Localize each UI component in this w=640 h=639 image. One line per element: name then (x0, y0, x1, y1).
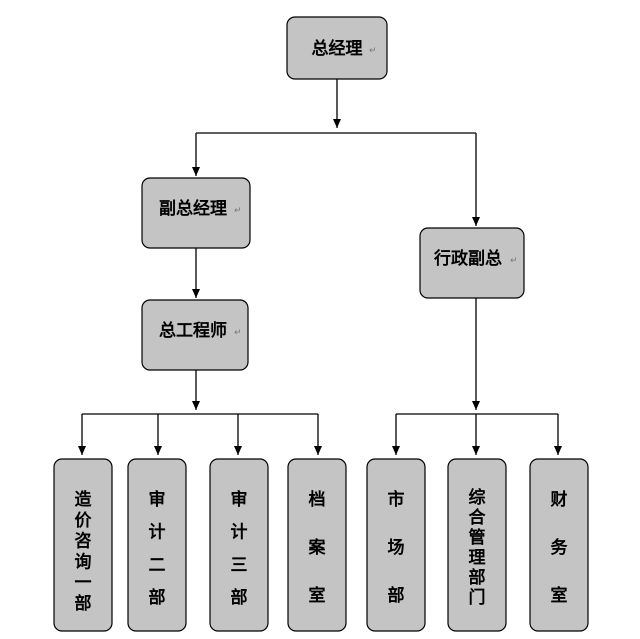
node-consult-1-box (53, 458, 113, 632)
node-general-mgmt-label: 综合管理部门 (469, 487, 487, 608)
node-finance-label: 财务室 (550, 489, 569, 606)
node-chief-engineer-label: 总工程师 (159, 320, 227, 341)
node-consult-1: 造价咨询一部 (53, 458, 113, 632)
node-gm-box (286, 16, 388, 80)
node-chief-engineer-box (141, 299, 249, 371)
node-admin-deputy-box (419, 227, 525, 299)
node-marketing: 市场部 (366, 458, 426, 632)
node-deputy-gm-box (141, 177, 251, 249)
node-admin-deputy: 行政副总 ↵ (419, 227, 525, 299)
node-marketing-box (366, 458, 426, 632)
node-chief-engineer: 总工程师 ↵ (141, 299, 249, 371)
node-audit-2-box (127, 458, 187, 632)
connectors (78, 79, 562, 455)
paragraph-mark-icon: ↵ (510, 256, 518, 266)
node-audit-3-box (209, 458, 269, 632)
node-deputy-gm: 副总经理 ↵ (141, 177, 251, 249)
node-gm-label: 总经理 (312, 38, 363, 59)
node-audit-3: 审计三部 (209, 458, 269, 632)
node-marketing-label: 市场部 (388, 489, 405, 606)
node-audit-3-label: 审计三部 (231, 489, 248, 608)
node-general-mgmt-box (447, 458, 507, 632)
node-archives-box (287, 458, 347, 632)
node-finance-box (529, 458, 589, 632)
node-consult-1-label: 造价咨询一部 (75, 490, 93, 614)
paragraph-mark-icon: ↵ (369, 46, 377, 56)
node-deputy-gm-label: 副总经理 (159, 198, 227, 219)
node-archives: 档案室 (287, 458, 347, 632)
node-general-mgmt: 综合管理部门 (447, 458, 507, 632)
node-audit-2-label: 审计二部 (149, 489, 166, 608)
node-finance: 财务室 (529, 458, 589, 632)
paragraph-mark-icon: ↵ (234, 328, 242, 338)
paragraph-mark-icon: ↵ (234, 206, 242, 216)
node-audit-2: 审计二部 (127, 458, 187, 632)
node-gm: 总经理 ↵ (286, 16, 388, 80)
node-archives-label: 档案室 (308, 489, 327, 606)
node-admin-deputy-label: 行政副总 (433, 248, 502, 269)
